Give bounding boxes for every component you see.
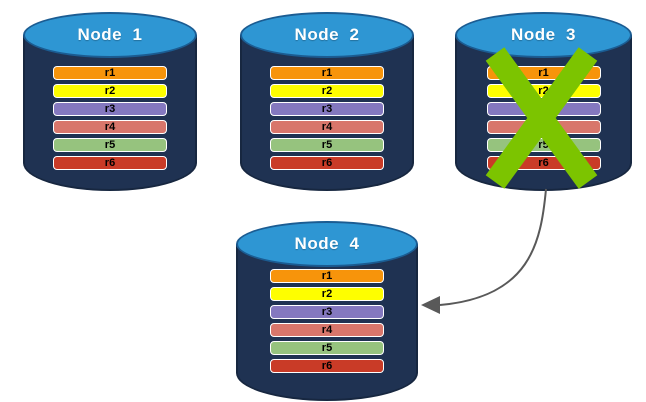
record-label: r2 [321, 84, 333, 97]
record-label: r6 [538, 156, 549, 169]
record-label: r2 [321, 287, 333, 300]
record-bar-r1: r1 [270, 269, 384, 283]
record-bar-r6: r6 [486, 156, 601, 170]
record-bar-r5: r5 [270, 341, 384, 355]
node-1: Node 1 r1 r2 r3 r4 r5 r6 [23, 12, 197, 191]
node-3-cylinder-top: Node 3 [455, 12, 632, 58]
record-bar-r5: r5 [53, 138, 167, 152]
record-bar-r2: r2 [53, 84, 167, 98]
record-bar-r4: r4 [270, 120, 384, 134]
record-label: r4 [321, 323, 333, 336]
node-3: Node 3 r1 r2 r3 r4 r5 r6 [455, 12, 632, 191]
node-4: Node 4 r1 r2 r3 r4 r5 r6 [236, 221, 418, 401]
record-label: r4 [104, 120, 116, 133]
record-bar-r3: r3 [53, 102, 167, 116]
record-bar-r1: r1 [270, 66, 384, 80]
node-4-label: Node 4 [294, 234, 360, 253]
record-label: r1 [104, 66, 116, 79]
record-label: r5 [321, 138, 333, 151]
record-bar-r1: r1 [486, 66, 601, 80]
record-bar-r6: r6 [270, 156, 384, 170]
record-bar-r5: r5 [270, 138, 384, 152]
record-bar-r4: r4 [486, 120, 601, 134]
record-bar-r6: r6 [270, 359, 384, 373]
node-2: Node 2 r1 r2 r3 r4 r5 r6 [240, 12, 414, 191]
record-label: r6 [321, 359, 333, 372]
node-4-records-list: r1 r2 r3 r4 r5 r6 [270, 269, 384, 377]
record-bar-r1: r1 [53, 66, 167, 80]
record-bar-r4: r4 [53, 120, 167, 134]
record-label: r6 [321, 156, 333, 169]
node-2-records-list: r1 r2 r3 r4 r5 r6 [270, 66, 384, 174]
node-1-label: Node 1 [77, 25, 143, 44]
record-bar-r6: r6 [53, 156, 167, 170]
record-bar-r4: r4 [270, 323, 384, 337]
record-label: r2 [538, 84, 549, 97]
record-label: r3 [321, 305, 333, 318]
node-4-cylinder-top: Node 4 [236, 221, 418, 267]
node-2-cylinder-top: Node 2 [240, 12, 414, 58]
record-bar-r3: r3 [486, 102, 601, 116]
record-label: r5 [104, 138, 116, 151]
record-label: r1 [321, 66, 333, 79]
record-label: r5 [321, 341, 333, 354]
record-bar-r2: r2 [270, 287, 384, 301]
node-1-cylinder-top: Node 1 [23, 12, 197, 58]
node-2-label: Node 2 [294, 25, 360, 44]
record-bar-r3: r3 [270, 305, 384, 319]
node-3-records-list: r1 r2 r3 r4 r5 r6 [486, 66, 601, 174]
record-bar-r2: r2 [270, 84, 384, 98]
record-label: r1 [538, 66, 549, 79]
record-label: r5 [538, 138, 549, 151]
record-bar-r3: r3 [270, 102, 384, 116]
record-label: r1 [321, 269, 333, 282]
record-label: r2 [104, 84, 116, 97]
record-label: r3 [321, 102, 333, 115]
record-bar-r2: r2 [486, 84, 601, 98]
node-1-records-list: r1 r2 r3 r4 r5 r6 [53, 66, 167, 174]
record-label: r3 [104, 102, 116, 115]
record-label: r4 [321, 120, 333, 133]
record-label: r4 [538, 120, 549, 133]
record-label: r3 [538, 102, 549, 115]
record-label: r6 [104, 156, 116, 169]
record-bar-r5: r5 [486, 138, 601, 152]
node-3-label: Node 3 [511, 25, 576, 44]
